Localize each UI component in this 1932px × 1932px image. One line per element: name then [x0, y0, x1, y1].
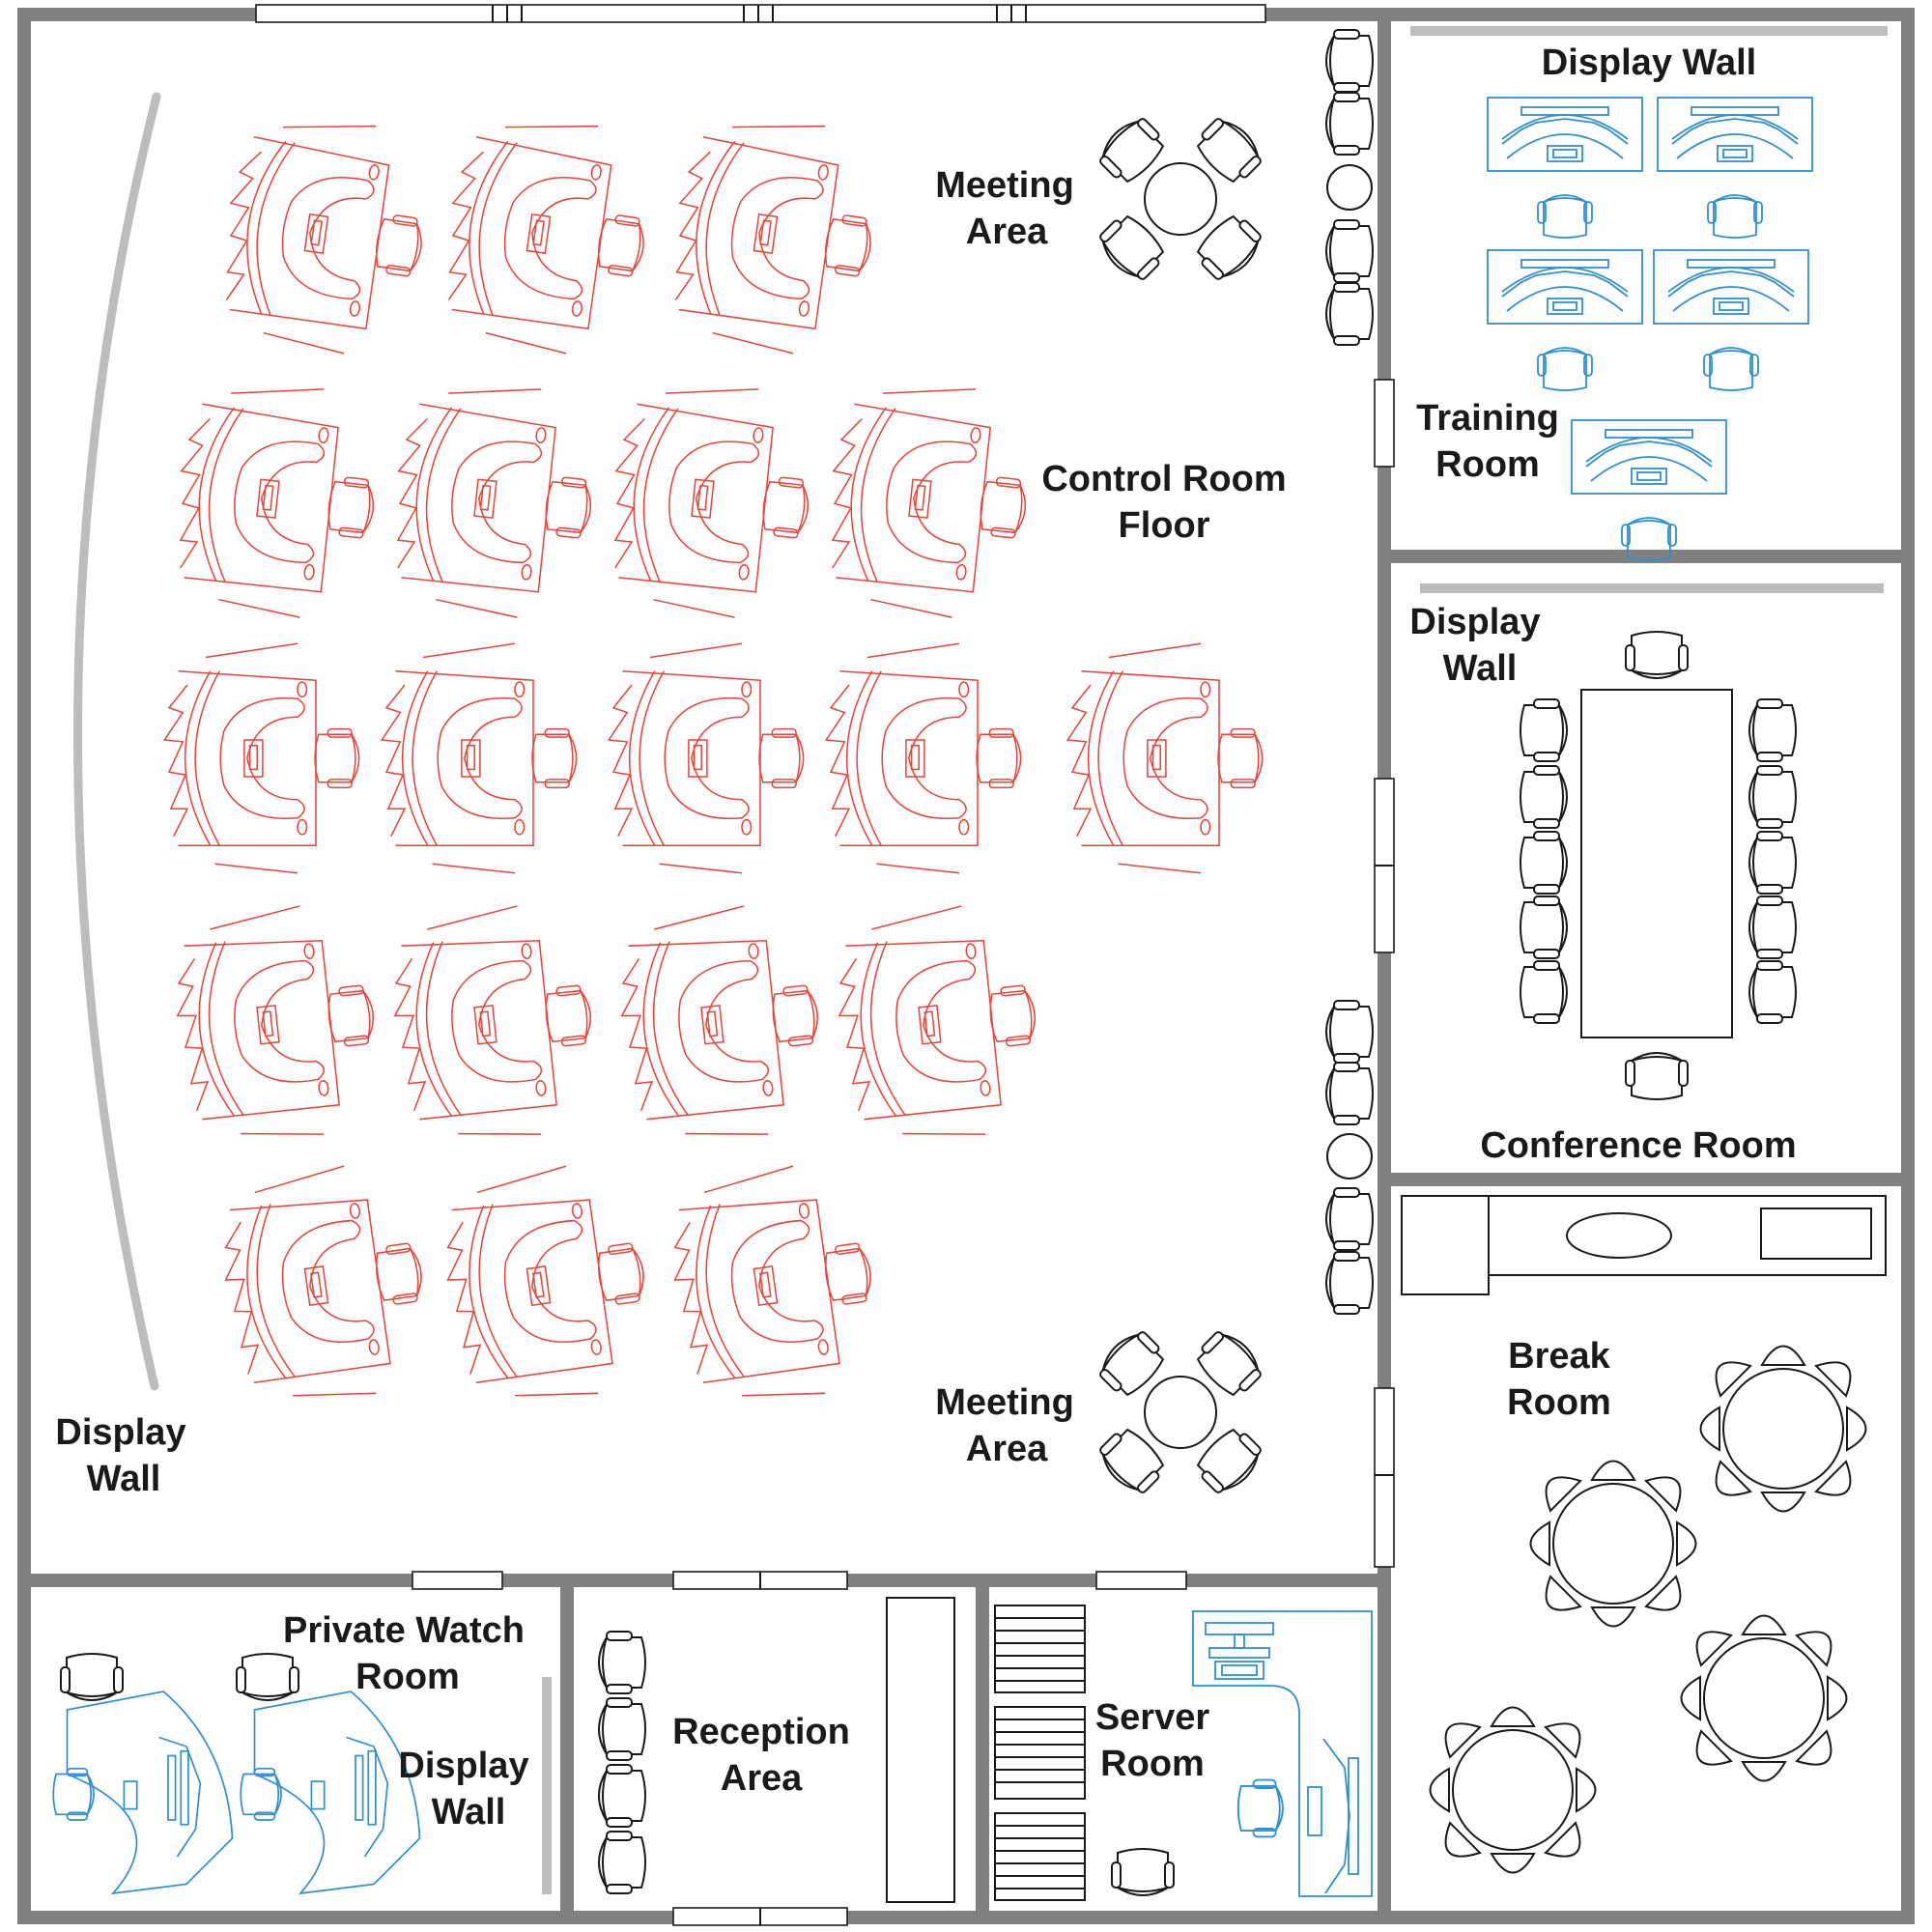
conference-table-icon	[1520, 631, 1797, 1100]
kitchen-counter	[1401, 1195, 1887, 1295]
training-room-workstations	[1488, 98, 1812, 560]
lounge-chairs-top	[1325, 29, 1374, 346]
display-wall-watch	[542, 1677, 552, 1894]
reception-furniture	[598, 1597, 955, 1903]
window-icon	[1374, 379, 1395, 468]
window-icon	[1374, 1387, 1395, 1568]
control-room-workstations	[164, 108, 1262, 1412]
display-wall-training	[1410, 26, 1888, 36]
lounge-chairs-bottom	[1325, 1000, 1374, 1315]
server-desk	[1192, 1610, 1373, 1897]
window-icon	[1095, 1571, 1187, 1590]
display-wall-conference	[1420, 583, 1884, 593]
training-display-wall-label: Display Wall	[1542, 43, 1756, 83]
window-icon	[255, 4, 1266, 23]
window-icon	[412, 1571, 503, 1590]
conference-room-label: Conference Room	[1480, 1125, 1796, 1166]
stairs-icon	[994, 1605, 1086, 1901]
display-wall-curved	[73, 92, 161, 1391]
